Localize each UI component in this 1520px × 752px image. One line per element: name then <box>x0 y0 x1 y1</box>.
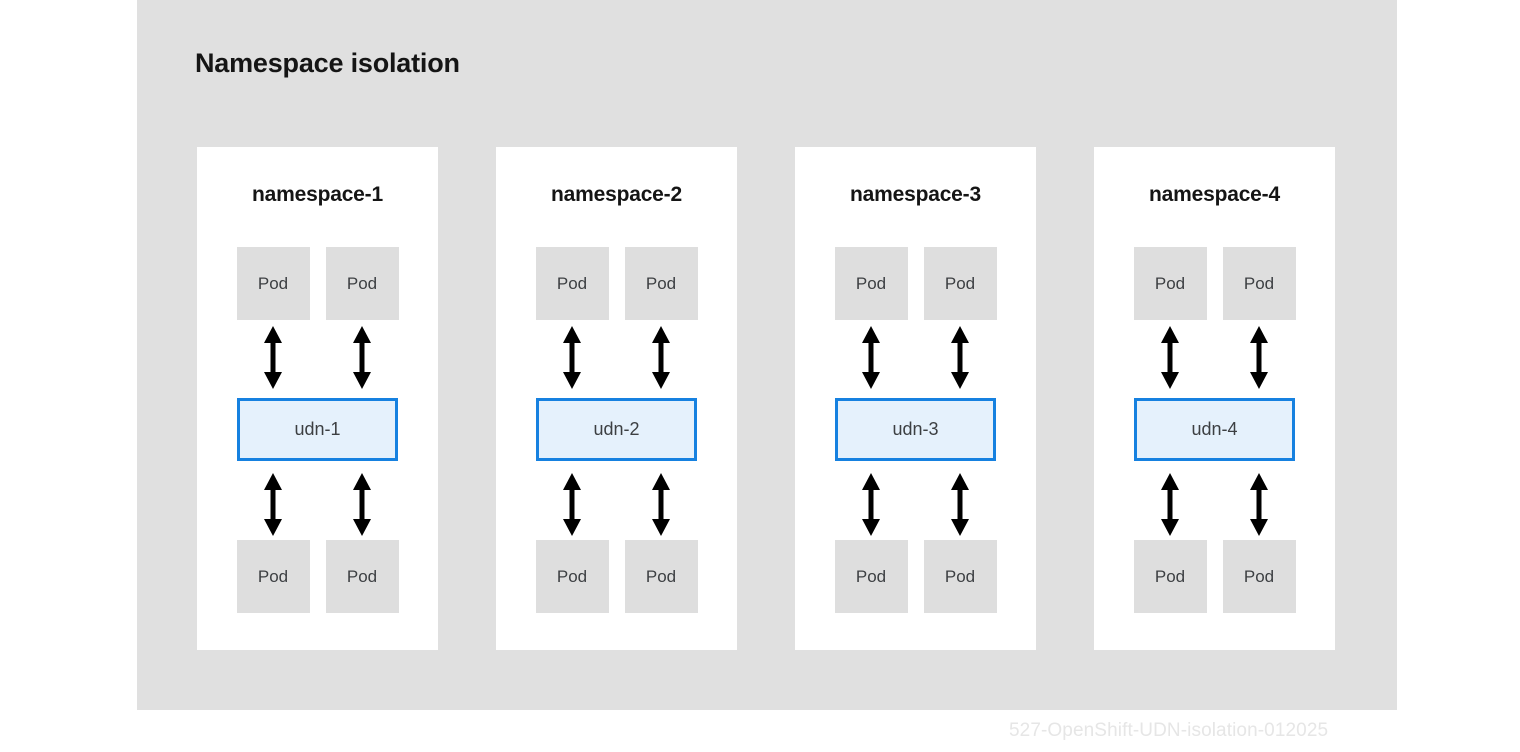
pod-row-bottom: Pod Pod <box>1094 540 1335 613</box>
pod-row-top: Pod Pod <box>795 247 1036 320</box>
pod-row-bottom: Pod Pod <box>795 540 1036 613</box>
pod-box: Pod <box>624 247 698 320</box>
pod-row-top: Pod Pod <box>1094 247 1335 320</box>
double-arrow-icon <box>924 473 997 536</box>
namespace-title: namespace-2 <box>551 183 682 206</box>
arrow-row-top <box>1094 326 1335 389</box>
udn-box: udn-2 <box>536 398 697 461</box>
pod-box: Pod <box>1222 247 1296 320</box>
double-arrow-icon <box>625 473 698 536</box>
diagram-title: Namespace isolation <box>195 48 460 78</box>
double-arrow-icon <box>835 326 908 389</box>
pod-box: Pod <box>236 247 310 320</box>
double-arrow-icon <box>924 326 997 389</box>
pod-box: Pod <box>535 247 609 320</box>
arrow-row-top <box>496 326 737 389</box>
namespace-title: namespace-1 <box>252 183 383 206</box>
pod-row-top: Pod Pod <box>496 247 737 320</box>
pod-box: Pod <box>1133 247 1207 320</box>
double-arrow-icon <box>625 326 698 389</box>
double-arrow-icon <box>536 326 609 389</box>
double-arrow-icon <box>1134 473 1207 536</box>
arrow-row-bottom <box>496 473 737 536</box>
pod-row-top: Pod Pod <box>197 247 438 320</box>
double-arrow-icon <box>326 473 399 536</box>
pod-box: Pod <box>535 540 609 613</box>
udn-box: udn-4 <box>1134 398 1295 461</box>
figure-watermark: 527-OpenShift-UDN-isolation-012025 <box>1009 720 1329 741</box>
arrow-row-bottom <box>795 473 1036 536</box>
pod-box: Pod <box>923 540 997 613</box>
pod-box: Pod <box>624 540 698 613</box>
namespace-cards-row: namespace-1 Pod Pod udn-1 <box>197 147 1337 650</box>
udn-box: udn-3 <box>835 398 996 461</box>
pod-box: Pod <box>834 247 908 320</box>
pod-row-bottom: Pod Pod <box>496 540 737 613</box>
pod-box: Pod <box>236 540 310 613</box>
double-arrow-icon <box>835 473 908 536</box>
double-arrow-icon <box>1223 473 1296 536</box>
arrow-row-bottom <box>1094 473 1335 536</box>
arrow-row-top <box>795 326 1036 389</box>
pod-box: Pod <box>325 247 399 320</box>
double-arrow-icon <box>1223 326 1296 389</box>
double-arrow-icon <box>237 473 310 536</box>
double-arrow-icon <box>1134 326 1207 389</box>
udn-box: udn-1 <box>237 398 398 461</box>
pod-box: Pod <box>923 247 997 320</box>
pod-box: Pod <box>1133 540 1207 613</box>
pod-box: Pod <box>1222 540 1296 613</box>
namespace-title: namespace-4 <box>1149 183 1280 206</box>
arrow-row-top <box>197 326 438 389</box>
arrow-row-bottom <box>197 473 438 536</box>
pod-row-bottom: Pod Pod <box>197 540 438 613</box>
namespace-card-2: namespace-2 Pod Pod udn-2 <box>496 147 737 650</box>
double-arrow-icon <box>326 326 399 389</box>
double-arrow-icon <box>536 473 609 536</box>
double-arrow-icon <box>237 326 310 389</box>
diagram-panel: Namespace isolation namespace-1 Pod Pod … <box>137 0 1397 710</box>
namespace-title: namespace-3 <box>850 183 981 206</box>
namespace-card-4: namespace-4 Pod Pod udn-4 <box>1094 147 1335 650</box>
pod-box: Pod <box>834 540 908 613</box>
namespace-card-3: namespace-3 Pod Pod udn-3 <box>795 147 1036 650</box>
pod-box: Pod <box>325 540 399 613</box>
namespace-card-1: namespace-1 Pod Pod udn-1 <box>197 147 438 650</box>
